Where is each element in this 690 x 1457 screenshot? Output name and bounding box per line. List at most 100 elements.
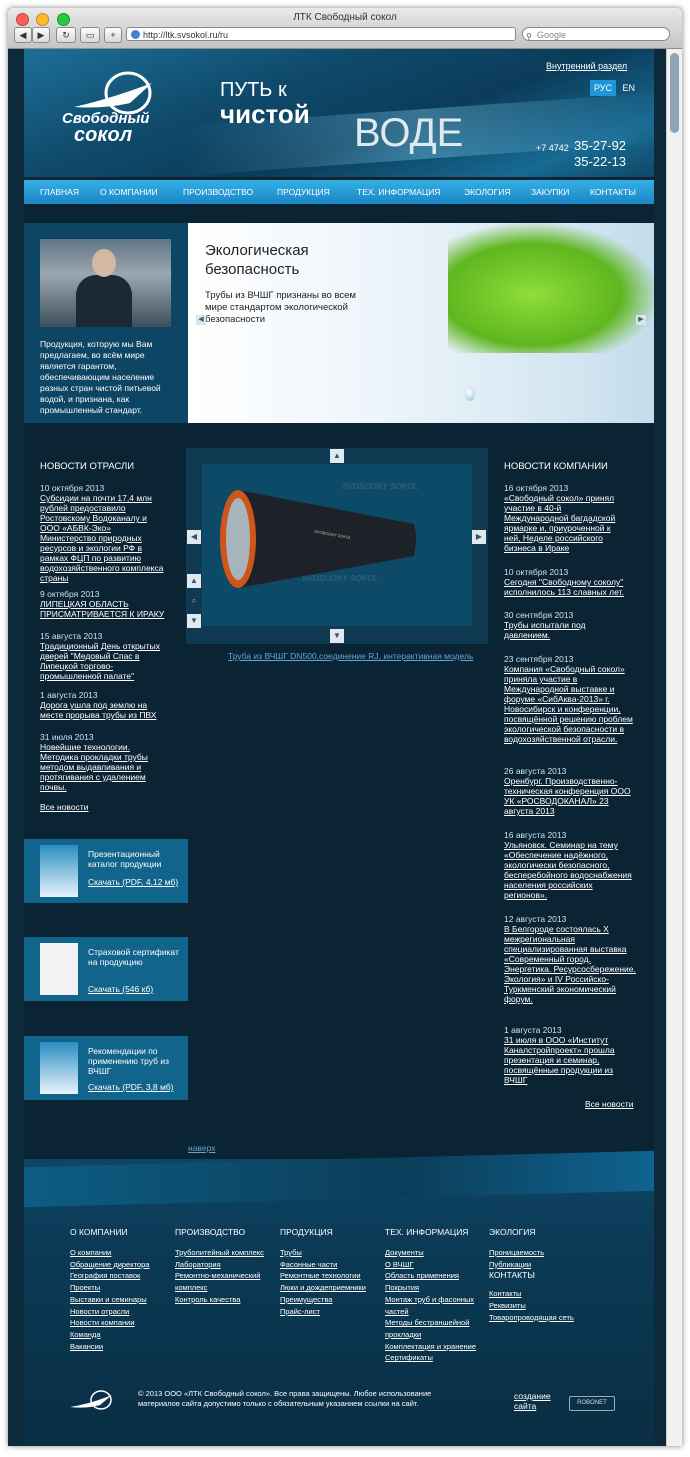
news-link[interactable]: Компания «Свободный сокол» приняла участ…	[504, 664, 633, 744]
footer-link[interactable]: Команда	[70, 1329, 101, 1339]
footer-link[interactable]: Лаборатория	[175, 1259, 221, 1269]
footer-link[interactable]: Публикации	[489, 1259, 532, 1269]
footer-link[interactable]: Контроль качества	[175, 1294, 241, 1304]
news-link[interactable]: В Белгороде состоялась X межрегиональная…	[504, 924, 636, 1004]
footer-link[interactable]: Преимущества	[280, 1294, 333, 1304]
footer-link[interactable]: О компании	[70, 1248, 112, 1257]
nav-about[interactable]: О КОМПАНИИ	[100, 187, 158, 197]
language-switcher: РУС EN	[590, 80, 636, 96]
nav-products[interactable]: ПРОДУКЦИЯ	[277, 187, 330, 197]
footer-link[interactable]: Новости компании	[70, 1318, 135, 1328]
nav-production[interactable]: ПРОИЗВОДСТВО	[183, 187, 254, 197]
forward-button[interactable]: ▶	[32, 27, 50, 43]
footer-link[interactable]: Монтаж труб и фасонных частей	[385, 1294, 475, 1316]
robonet-logo[interactable]: ROBONET	[569, 1396, 615, 1411]
nav-ecology[interactable]: ЭКОЛОГИЯ	[464, 187, 511, 197]
footer-link[interactable]: Прайс-лист	[280, 1306, 320, 1316]
industry-all-news-link[interactable]: Все новости	[40, 802, 89, 812]
viewer-down-button[interactable]: ▼	[330, 629, 344, 643]
footer-falcon-logo-icon[interactable]	[68, 1389, 118, 1413]
director-photo	[40, 239, 171, 327]
news-date: 16 августа 2013	[504, 830, 567, 840]
company-all-news-link[interactable]: Все новости	[585, 1099, 634, 1109]
news-link[interactable]: Новейшие технологии. Методика прокладки …	[40, 742, 148, 792]
vertical-scrollbar[interactable]	[666, 49, 682, 1446]
viewer-right-button[interactable]: ▶	[472, 530, 486, 544]
news-link[interactable]: Субсидии на почти 17,4 млн рублей предос…	[40, 493, 164, 583]
footer-column-title: ПРОДУКЦИЯ	[280, 1227, 333, 1237]
zoom-window-button[interactable]	[56, 13, 70, 26]
viewer-caption-link[interactable]: Труба из ВЧШГ DN500,соединение RJ, интер…	[228, 651, 474, 661]
lang-en[interactable]: EN	[622, 83, 636, 93]
minimize-window-button[interactable]	[36, 13, 50, 26]
footer-link[interactable]: Новости отрасли	[70, 1306, 130, 1316]
industry-news-item: 10 октября 2013 Субсидии на почти 17,4 м…	[40, 483, 166, 583]
slide-prev-button[interactable]: ◀	[196, 315, 206, 325]
news-link[interactable]: Ульяновск. Семинар на тему «Обеспечение …	[504, 840, 632, 900]
footer-link[interactable]: Товаропроводящая сеть	[489, 1312, 574, 1322]
footer-link[interactable]: Люки и дождеприемники	[280, 1283, 366, 1293]
footer-link[interactable]: Комплектация и хранение	[385, 1341, 477, 1351]
falcon-logo-icon[interactable]	[70, 69, 160, 119]
slide-next-button[interactable]: ▶	[636, 315, 646, 325]
footer-link[interactable]: Трубы	[280, 1248, 302, 1257]
footer-column-ecology: ЭКОЛОГИЯ Проницаемость Публикации КОНТАК…	[489, 1227, 589, 1324]
footer-link[interactable]: Контакты	[489, 1289, 522, 1299]
news-link[interactable]: ЛИПЕЦКАЯ ОБЛАСТЬ ПРИСМАТРИВАЕТСЯ К ИРАКУ	[40, 599, 165, 619]
footer-link[interactable]: Область применения	[385, 1271, 459, 1281]
pipe-3d-viewer[interactable]: SVOBODNY SOKOL SVOBODNY SOKOL SVOBODNY S…	[186, 448, 488, 644]
footer-link[interactable]: Ремонтно-механический комплекс	[175, 1271, 261, 1293]
news-link[interactable]: Традиционный День открытых дверей "Медов…	[40, 641, 161, 681]
promo-download-link[interactable]: Скачать (PDF, 3,8 мб)	[88, 1082, 174, 1092]
footer-link[interactable]: Ремонтные технологии	[280, 1271, 361, 1281]
reload-button[interactable]: ↻	[56, 27, 76, 43]
site-creation-link[interactable]: создание сайта	[514, 1391, 551, 1411]
search-icon: ⚲	[526, 32, 532, 41]
nav-contacts[interactable]: КОНТАКТЫ	[590, 187, 636, 197]
news-link[interactable]: «Свободный сокол» принял участие в 40-й …	[504, 493, 616, 553]
company-news-item: 16 октября 2013 «Свободный сокол» принял…	[504, 483, 628, 553]
promo-download-link[interactable]: Скачать (546 кб)	[88, 984, 154, 994]
footer-link[interactable]: Выставки и семинары	[70, 1294, 147, 1304]
viewer-left-button[interactable]: ◀	[187, 530, 201, 544]
company-news-item: 16 августа 2013 Ульяновск. Семинар на те…	[504, 830, 634, 900]
zoom-out-button[interactable]: ▼	[187, 614, 201, 628]
footer-link[interactable]: Проницаемость	[489, 1248, 545, 1257]
inner-section-link[interactable]: Внутренний раздел	[546, 61, 628, 71]
nav-tech-info[interactable]: ТЕХ. ИНФОРМАЦИЯ	[357, 187, 441, 197]
news-link[interactable]: Сегодня "Свободному соколу" исполнилось …	[504, 577, 624, 597]
footer-link[interactable]: Методы бестраншейной прокладки	[385, 1318, 470, 1339]
search-field[interactable]: ⚲ Google	[522, 27, 670, 41]
footer-link[interactable]: Труболитейный комплекс	[175, 1248, 264, 1257]
viewer-up-button[interactable]: ▲	[330, 449, 344, 463]
footer-link[interactable]: География поставок	[70, 1271, 141, 1281]
promo-download-link[interactable]: Скачать (PDF, 4,12 мб)	[88, 877, 179, 887]
footer-link[interactable]: О ВЧШГ	[385, 1259, 414, 1269]
zoom-in-button[interactable]: ▲	[187, 574, 201, 588]
add-bookmark-button[interactable]: +	[104, 27, 122, 43]
footer-link[interactable]: Покрытия	[385, 1283, 420, 1293]
news-link[interactable]: Дорога ушла под землю на месте прорыва т…	[40, 700, 157, 720]
close-window-button[interactable]	[16, 13, 29, 26]
logo-text[interactable]: Свободный сокол	[62, 111, 149, 146]
address-bar[interactable]: http://ltk.svsokol.ru/ru	[126, 27, 516, 41]
back-to-top-link[interactable]: наверх	[188, 1143, 216, 1153]
news-link[interactable]: 31 июля в ООО «Институт Каналстройпроект…	[504, 1035, 615, 1085]
footer-link[interactable]: Документы	[385, 1248, 424, 1257]
nav-home[interactable]: ГЛАВНАЯ	[40, 187, 79, 197]
footer-link[interactable]: Обращение директора	[70, 1259, 150, 1269]
footer-link[interactable]: Вакансии	[70, 1341, 104, 1351]
back-button[interactable]: ◀	[14, 27, 32, 43]
lang-ru[interactable]: РУС	[590, 80, 617, 96]
footer-link[interactable]: Проекты	[70, 1283, 101, 1293]
footer-link[interactable]: Фасонные части	[280, 1259, 338, 1269]
nav-purchases[interactable]: ЗАКУПКИ	[531, 187, 570, 197]
footer-column-title: КОНТАКТЫ	[489, 1270, 535, 1281]
bookmarks-icon[interactable]: ▭	[80, 27, 100, 43]
footer-link[interactable]: Сертификаты	[385, 1353, 433, 1363]
scrollbar-thumb[interactable]	[670, 53, 679, 133]
viewer-canvas[interactable]: SVOBODNY SOKOL SVOBODNY SOKOL SVOBODNY S…	[202, 464, 472, 626]
footer-link[interactable]: Реквизиты	[489, 1301, 526, 1311]
news-link[interactable]: Трубы испытали под давлением.	[504, 620, 586, 640]
news-link[interactable]: Оренбург. Производственно-техническая ко…	[504, 776, 631, 816]
